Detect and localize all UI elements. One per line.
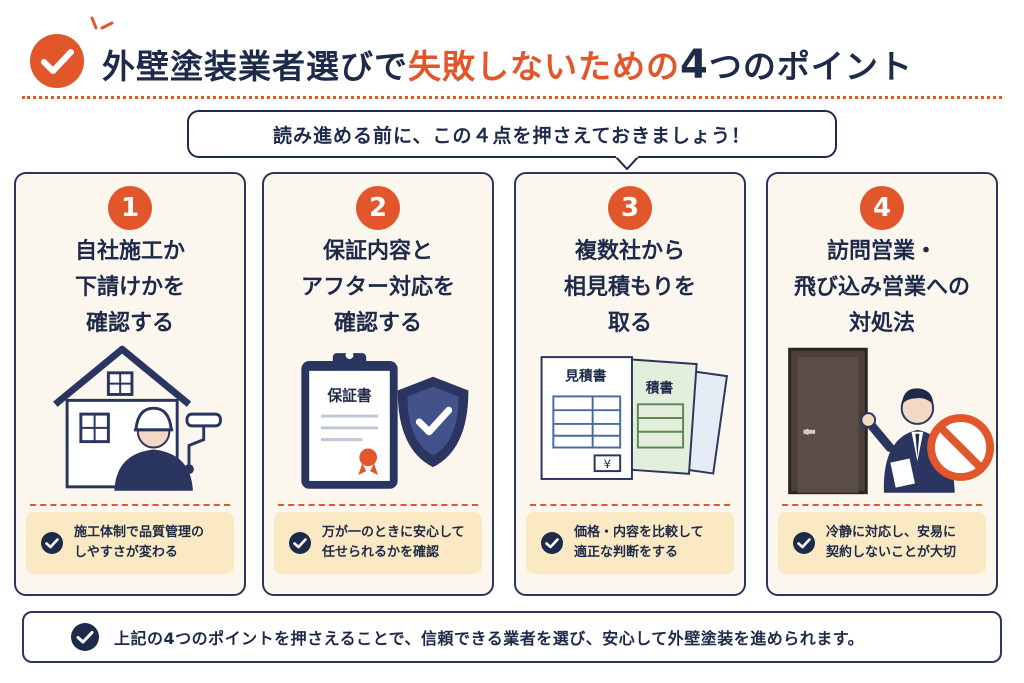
point-title: 自社施工か 下請けかを 確認する	[74, 239, 185, 336]
point-card-2: 2 保証内容と アフター対応を 確認する 保証書 万が一のときに安心して 任せら…	[262, 172, 494, 596]
check-circle-icon	[41, 532, 63, 554]
warranty-shield-icon: 保証書	[301, 351, 469, 489]
summary-text: 上記の4つのポイントを押さえることで、信頼できる業者を選び、安心して外壁塗装を進…	[114, 629, 865, 648]
point-title: 保証内容と アフター対応を 確認する	[300, 239, 455, 336]
point-number: 3	[608, 186, 652, 230]
check-circle-icon	[289, 532, 311, 554]
check-circle-icon	[541, 532, 563, 554]
house-worker-icon	[53, 345, 222, 491]
point-number: 4	[860, 186, 904, 230]
point-number: 2	[356, 186, 400, 230]
header-divider	[22, 96, 1002, 99]
point-title: 訪問営業・ 飛び込み営業への 対処法	[793, 239, 970, 336]
estimate-label-back: 積書	[645, 379, 674, 396]
point-card-3: 3 複数社から 相見積もりを 取る 積書 見積書 ¥ 価格・内容を比較して 適正…	[514, 172, 746, 596]
estimate-label: 見積書	[564, 368, 607, 385]
point-number: 1	[108, 186, 152, 230]
check-circle-icon	[30, 34, 84, 88]
card-divider	[278, 504, 478, 506]
summary-footer: 上記の4つのポイントを押さえることで、信頼できる業者を選び、安心して外壁塗装を進…	[22, 611, 1002, 663]
card-divider	[30, 504, 230, 506]
spark-icon	[90, 16, 114, 30]
yen-label: ¥	[604, 457, 612, 471]
bubble-tail	[615, 156, 639, 170]
check-circle-icon	[71, 623, 99, 651]
card-divider	[530, 504, 730, 506]
page-title: 外壁塗装業者選びで失敗しないための4つのポイント	[102, 42, 913, 88]
point-card-1: 1 自社施工か 下請けかを 確認する 施工体制で品質管理の しやすさが変わる	[14, 172, 246, 596]
point-note: 冷静に対応し、安易に 契約しないことが大切	[778, 512, 986, 574]
intro-text: 読み進める前に、この４点を押さえておきましょう！	[273, 124, 751, 147]
intro-bubble: 読み進める前に、この４点を押さえておきましょう！	[187, 110, 837, 158]
header: 外壁塗装業者選びで失敗しないための4つのポイント	[14, 14, 1010, 92]
card-divider	[782, 504, 982, 506]
warranty-label: 保証書	[326, 386, 371, 404]
point-note: 施工体制で品質管理の しやすさが変わる	[26, 512, 234, 574]
point-note: 価格・内容を比較して 適正な判断をする	[526, 512, 734, 574]
salesman-no-icon	[788, 347, 995, 495]
point-note: 万が一のときに安心して 任せられるかを確認	[274, 512, 482, 574]
estimate-documents-icon: 積書 見積書 ¥	[540, 356, 729, 480]
point-title: 複数社から 相見積もりを 取る	[563, 239, 696, 336]
check-circle-icon	[793, 532, 815, 554]
point-card-4: 4 訪問営業・ 飛び込み営業への 対処法 冷静に対応し、安易に 契約しないことが…	[766, 172, 998, 596]
